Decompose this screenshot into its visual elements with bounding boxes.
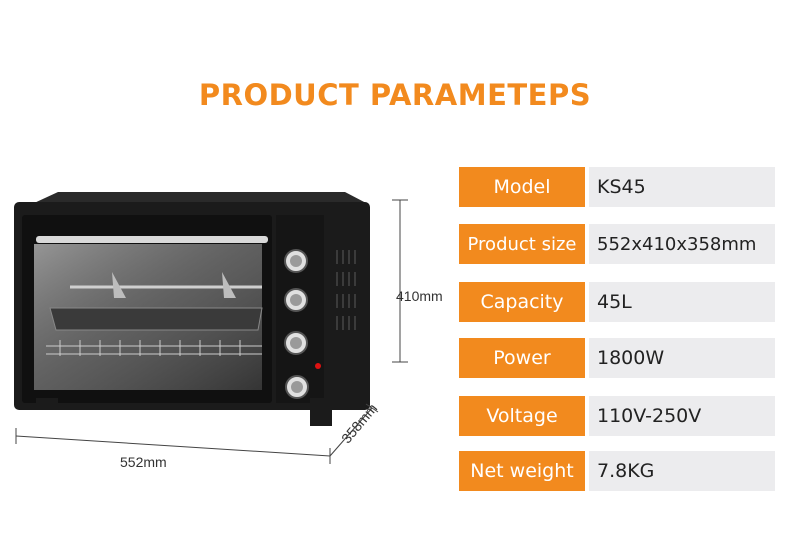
control-knobs [284, 249, 321, 399]
width-dimension-label: 552mm [120, 454, 167, 470]
spec-row-power: Power 1800W [459, 338, 775, 378]
spec-value: 1800W [589, 338, 775, 378]
height-dimension-line [392, 199, 408, 363]
spec-value: 552x410x358mm [589, 224, 775, 264]
spec-value: 7.8KG [589, 451, 775, 491]
spec-value: 45L [589, 282, 775, 322]
foot-left [36, 398, 58, 410]
width-dimension-line [15, 428, 331, 464]
baking-tray [49, 307, 263, 331]
oven-illustration [14, 192, 408, 464]
spec-row-product-size: Product size 552x410x358mm [459, 224, 775, 264]
door-handle [36, 236, 268, 243]
depth-dimension-line [329, 403, 379, 457]
spec-label: Product size [459, 224, 585, 264]
spec-label: Power [459, 338, 585, 378]
page-title: PRODUCT PARAMETEPS [198, 78, 592, 112]
oven-top [32, 192, 368, 204]
spec-label: Model [459, 167, 585, 207]
spec-label: Capacity [459, 282, 585, 322]
spec-label: Net weight [459, 451, 585, 491]
spec-row-capacity: Capacity 45L [459, 282, 775, 322]
spec-row-net-weight: Net weight 7.8KG [459, 451, 775, 491]
spec-value: KS45 [589, 167, 775, 207]
spec-label: Voltage [459, 396, 585, 436]
side-vents [336, 250, 356, 330]
foot-right [310, 398, 332, 426]
power-indicator [315, 363, 321, 369]
spec-value: 110V-250V [589, 396, 775, 436]
spec-row-model: Model KS45 [459, 167, 775, 207]
height-dimension-label: 410mm [396, 288, 443, 304]
spec-row-voltage: Voltage 110V-250V [459, 396, 775, 436]
wire-rack [46, 340, 262, 356]
